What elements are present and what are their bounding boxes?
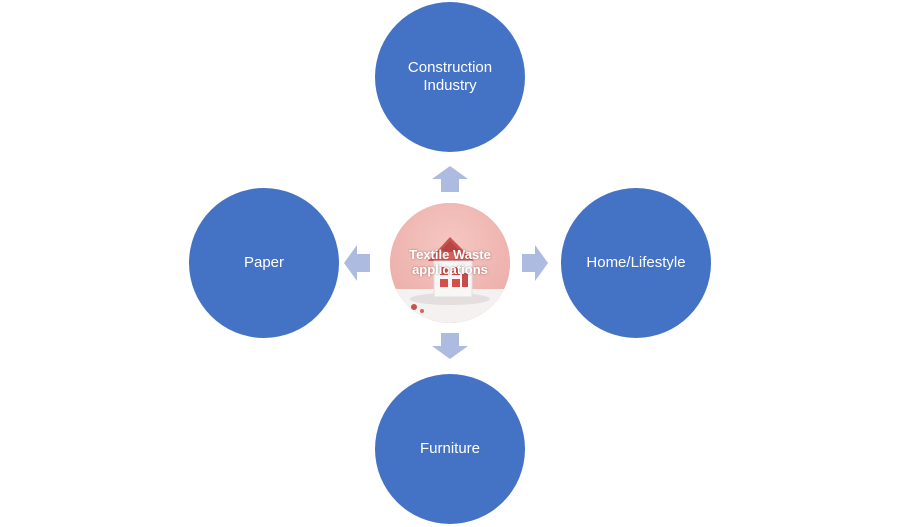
house-textile-image — [390, 203, 510, 323]
node-label-construction-industry: Construction Industry — [407, 59, 493, 94]
node-home-lifestyle: Home/Lifestyle — [561, 188, 711, 338]
arrow-left-icon — [344, 245, 370, 281]
node-paper: Paper — [189, 188, 339, 338]
node-label-paper: Paper — [243, 254, 285, 271]
node-label-furniture: Furniture — [419, 440, 481, 457]
arrow-up-icon — [432, 166, 468, 192]
center-image-circle: Textile Waste applications — [390, 203, 510, 323]
arrow-right-icon — [522, 245, 548, 281]
arrow-down-icon — [432, 333, 468, 359]
center-label: Textile Waste applications — [409, 247, 491, 277]
node-construction-industry: Construction Industry — [375, 2, 525, 152]
node-label-home-lifestyle: Home/Lifestyle — [586, 254, 686, 271]
node-furniture: Furniture — [375, 374, 525, 524]
